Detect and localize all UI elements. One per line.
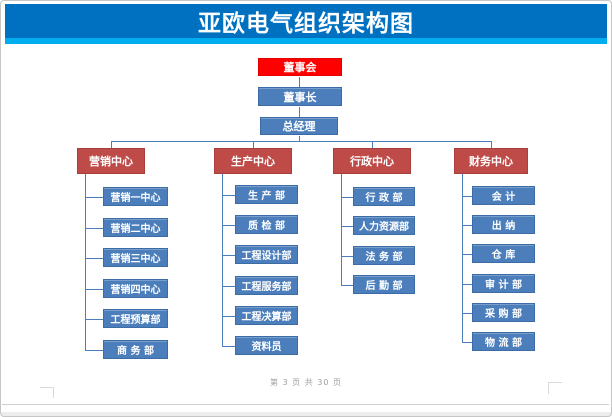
connector-line bbox=[222, 286, 235, 287]
org-center-node[interactable]: 营销中心 bbox=[77, 148, 145, 174]
org-child-node[interactable]: 后 勤 部 bbox=[353, 275, 415, 294]
connector-line bbox=[462, 342, 472, 343]
connector-line bbox=[85, 289, 103, 290]
org-chain-node[interactable]: 总经理 bbox=[260, 117, 338, 135]
connector-line bbox=[222, 195, 235, 196]
connector-line bbox=[341, 174, 342, 286]
connector-line bbox=[341, 197, 353, 198]
org-child-node[interactable]: 营销一中心 bbox=[103, 187, 168, 206]
connector-line bbox=[341, 256, 353, 257]
connector-line bbox=[462, 225, 472, 226]
org-child-node[interactable]: 采 购 部 bbox=[472, 303, 535, 322]
org-child-node[interactable]: 生 产 部 bbox=[235, 185, 298, 204]
org-child-node[interactable]: 行 政 部 bbox=[353, 187, 415, 206]
org-child-node[interactable]: 人力资源部 bbox=[353, 216, 415, 235]
org-child-node[interactable]: 资料员 bbox=[235, 336, 298, 355]
connector-line bbox=[222, 346, 235, 347]
org-center-node[interactable]: 生产中心 bbox=[214, 148, 292, 174]
org-child-node[interactable]: 营销二中心 bbox=[103, 218, 168, 237]
connector-line bbox=[299, 136, 300, 141]
connector-line bbox=[222, 225, 235, 226]
org-center-node[interactable]: 财务中心 bbox=[454, 148, 528, 174]
connector-line bbox=[85, 197, 103, 198]
org-center-node[interactable]: 行政中心 bbox=[333, 148, 411, 174]
page-bottom-border bbox=[2, 404, 609, 405]
connector-line bbox=[341, 226, 353, 227]
org-child-node[interactable]: 营销四中心 bbox=[103, 279, 168, 298]
connector-line bbox=[491, 141, 492, 148]
connector-line bbox=[341, 285, 353, 286]
connector-line bbox=[462, 313, 472, 314]
connector-line bbox=[111, 141, 491, 142]
org-child-node[interactable]: 法 务 部 bbox=[353, 246, 415, 265]
connector-line bbox=[85, 258, 103, 259]
connector-line bbox=[222, 316, 235, 317]
connector-line bbox=[222, 174, 223, 347]
org-child-node[interactable]: 商 务 部 bbox=[103, 340, 168, 359]
org-child-node[interactable]: 审 计 部 bbox=[472, 274, 535, 293]
connector-line bbox=[462, 284, 472, 285]
connector-line bbox=[372, 141, 373, 148]
title-banner[interactable]: 亚欧电气组织架构图 bbox=[5, 4, 607, 38]
canvas-bottom-strip bbox=[1, 412, 611, 416]
org-child-node[interactable]: 会 计 bbox=[472, 186, 535, 205]
connector-line bbox=[111, 141, 112, 148]
connector-line bbox=[85, 228, 103, 229]
connector-line bbox=[222, 255, 235, 256]
connector-line bbox=[253, 141, 254, 148]
org-child-node[interactable]: 工程预算部 bbox=[103, 309, 168, 328]
org-child-node[interactable]: 工程设计部 bbox=[235, 245, 298, 264]
connector-line bbox=[299, 107, 300, 117]
org-child-node[interactable]: 物 流 部 bbox=[472, 332, 535, 351]
margin-crop-mark-bottom-right bbox=[548, 382, 562, 394]
page-number-indicator: 第 3 页 共 30 页 bbox=[270, 378, 342, 387]
connector-line bbox=[85, 174, 86, 351]
connector-line bbox=[462, 196, 472, 197]
connector-line bbox=[462, 174, 463, 343]
connector-line bbox=[299, 77, 300, 87]
banner-accent-strip bbox=[5, 38, 607, 44]
connector-line bbox=[462, 254, 472, 255]
connector-line bbox=[85, 350, 103, 351]
connector-line bbox=[85, 319, 103, 320]
org-child-node[interactable]: 营销三中心 bbox=[103, 248, 168, 267]
org-chain-node[interactable]: 董事长 bbox=[258, 87, 342, 106]
org-child-node[interactable]: 仓 库 bbox=[472, 244, 535, 263]
page-title: 亚欧电气组织架构图 bbox=[198, 11, 414, 37]
margin-crop-mark-bottom-left bbox=[40, 387, 54, 398]
org-child-node[interactable]: 出 纳 bbox=[472, 215, 535, 234]
org-root-node[interactable]: 董事会 bbox=[258, 58, 342, 76]
org-child-node[interactable]: 工程决算部 bbox=[235, 306, 298, 325]
org-child-node[interactable]: 质 检 部 bbox=[235, 215, 298, 234]
org-child-node[interactable]: 工程服务部 bbox=[235, 276, 298, 295]
